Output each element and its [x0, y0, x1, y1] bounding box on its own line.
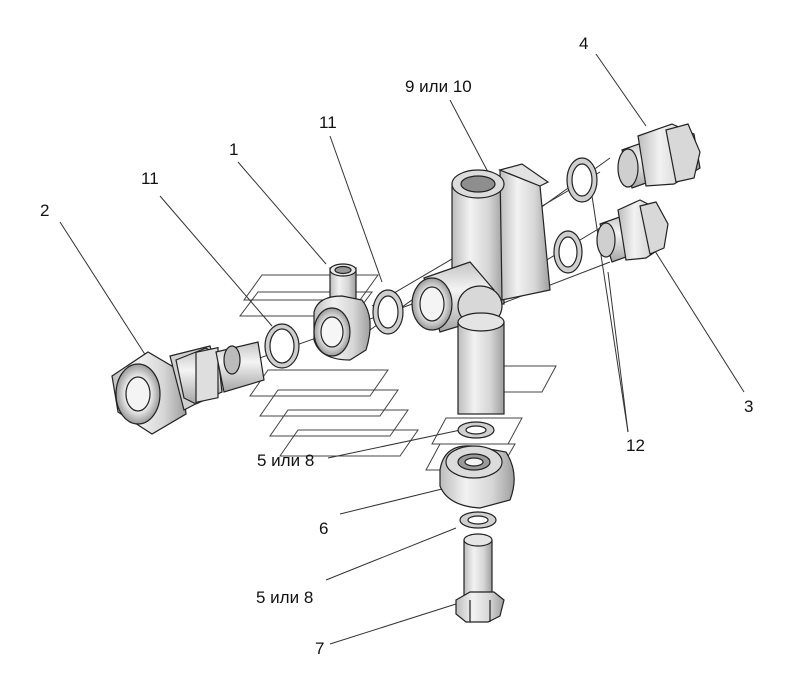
callout-label-1: 1: [229, 140, 239, 159]
part-1-banjo-fitting: [313, 263, 371, 361]
callout-label-11-left: 11: [141, 169, 159, 188]
part-2-union-nut: [111, 345, 223, 435]
part-6-banjo-eye: [439, 445, 515, 509]
callout-label-2: 2: [40, 201, 50, 220]
part-11-ring-middle: [372, 289, 404, 335]
part-11-ring-left: [264, 323, 300, 369]
callout-label-5-or-8-upper: 5 или 8: [257, 451, 315, 470]
callout-label-11-upper: 11: [319, 113, 337, 132]
callout-label-12: 12: [626, 436, 645, 455]
callout-label-7: 7: [315, 639, 325, 658]
callout-label-4: 4: [579, 34, 589, 53]
part-5-8-washer-upper: [457, 421, 495, 439]
callout-label-5-or-8-lower: 5 или 8: [256, 588, 314, 607]
part-9-10-tee-body: [411, 163, 551, 415]
part-3-adapter: [596, 199, 669, 263]
part-2-tube: [215, 341, 265, 393]
part-4-adapter: [617, 123, 701, 189]
callout-label-3: 3: [744, 397, 754, 416]
callout-label-6: 6: [319, 519, 329, 538]
part-12-ring-upper: [566, 157, 598, 203]
part-5-8-washer-lower: [459, 511, 497, 529]
callout-label-9-or-10: 9 или 10: [405, 77, 472, 96]
part-7-bolt: [455, 533, 505, 623]
part-12-ring-lower: [553, 230, 583, 274]
